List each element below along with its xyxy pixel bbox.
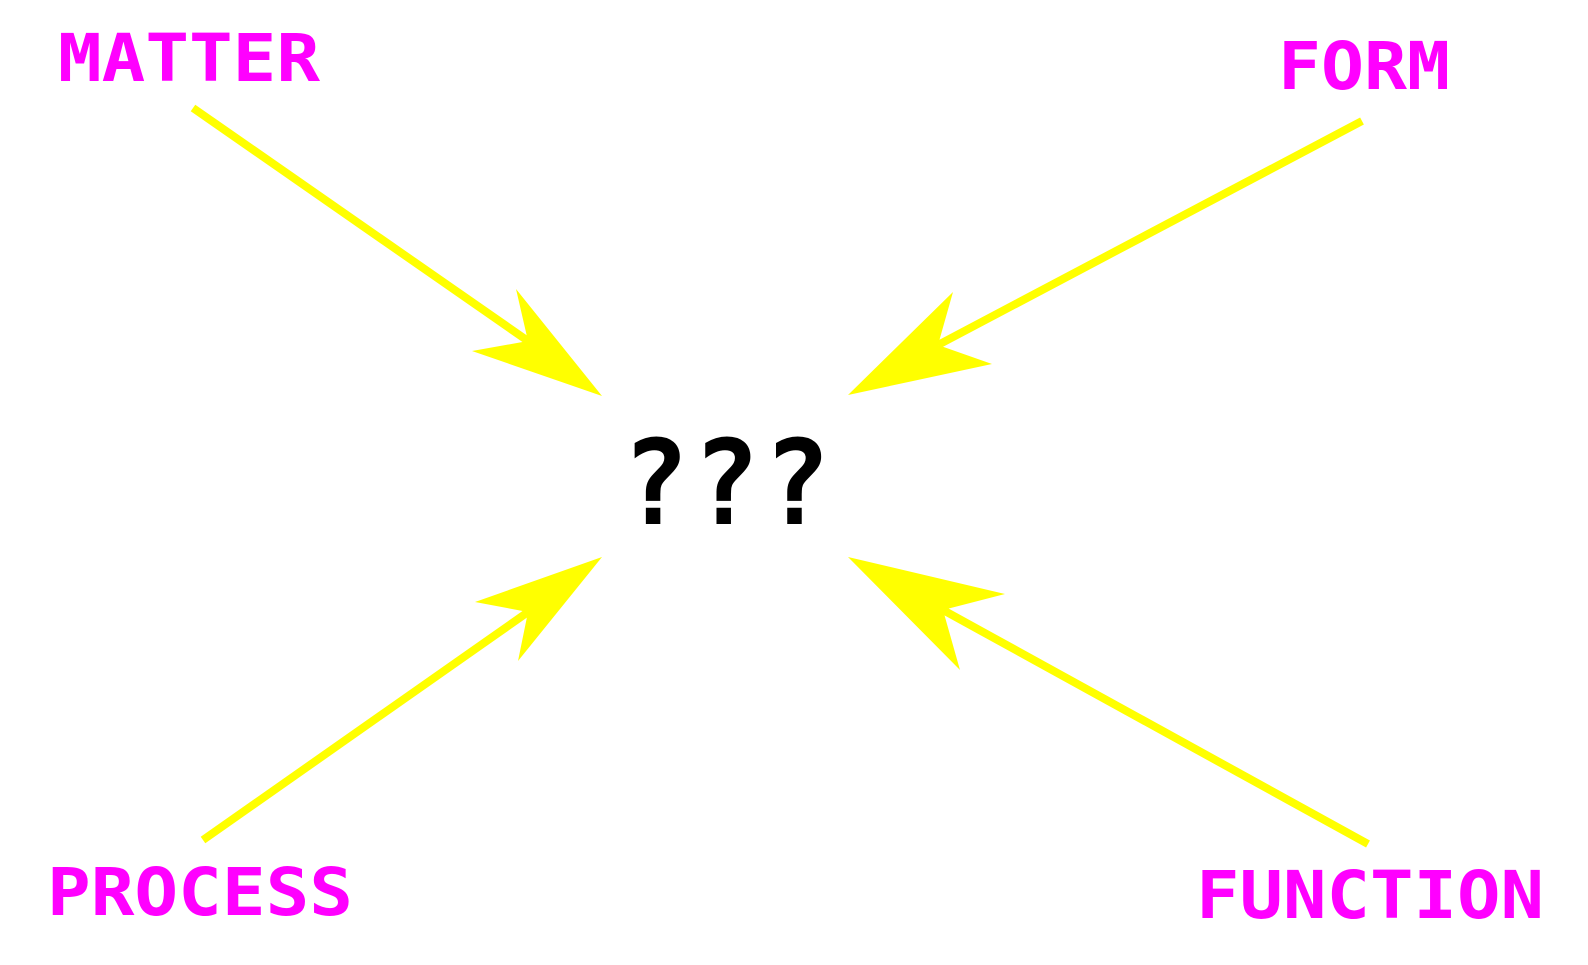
label-matter: MATTER (58, 20, 320, 97)
arrow-form-head (848, 292, 992, 395)
arrow-function (848, 557, 1370, 848)
label-function: FUNCTION (1196, 857, 1544, 934)
arrow-matter-shaft (190, 104, 531, 345)
arrow-function-shaft (941, 606, 1370, 848)
arrow-form (848, 117, 1364, 395)
arrow-process-head (475, 557, 602, 661)
arrow-matter-head (472, 289, 602, 396)
label-process: PROCESS (47, 854, 353, 931)
arrow-process-shaft (200, 608, 531, 844)
arrow-matter (190, 104, 602, 396)
arrow-process (200, 557, 602, 844)
label-form: FORM (1278, 28, 1450, 105)
arrow-form-shaft (936, 117, 1364, 349)
center-question-marks: ??? (622, 414, 834, 552)
arrow-function-head (848, 557, 1005, 670)
